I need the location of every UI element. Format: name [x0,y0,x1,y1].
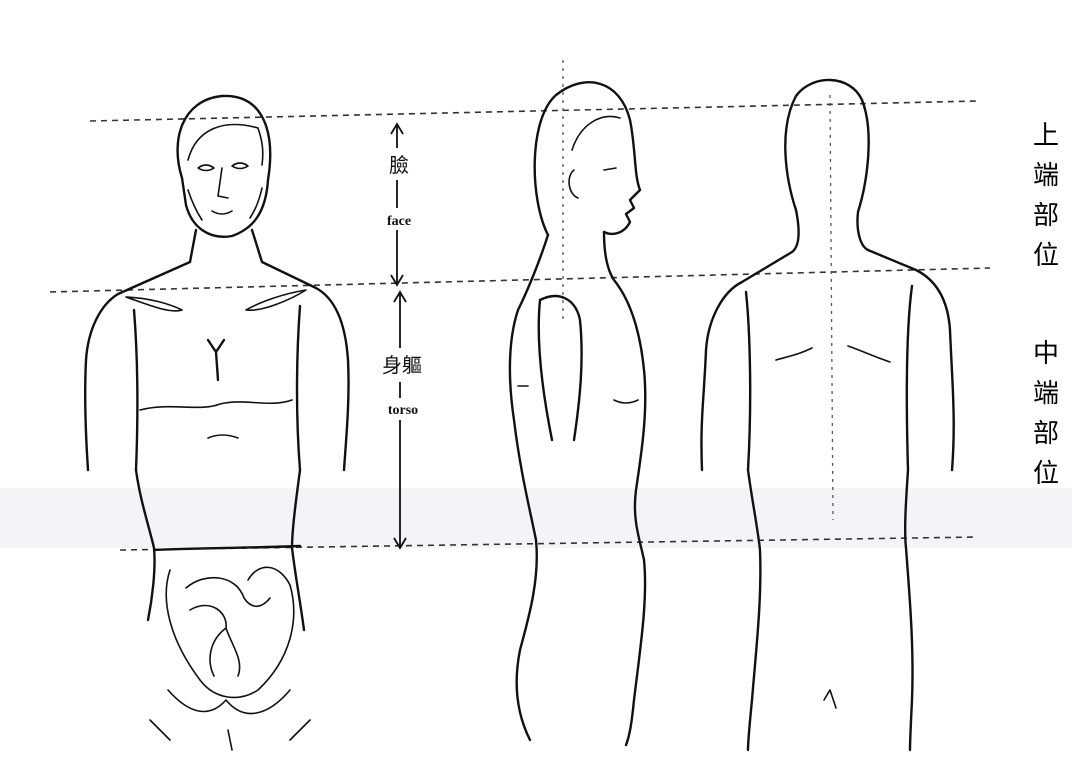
side-arm-back [539,300,552,440]
back-right-arm-inner [907,286,912,470]
back-left-arm-inner [746,292,750,470]
face-cjk-label: 臉 [389,153,409,177]
head-top-guide-line [90,101,980,121]
upper-section-label: 上 端 部 位 [1026,116,1066,276]
side-arm-front [540,296,582,440]
front-right-arm-outer [316,288,349,470]
upper-label-char: 部 [1026,196,1066,236]
upper-label-char: 上 [1026,116,1066,156]
front-sternum [208,340,224,380]
middle-label-char: 部 [1026,414,1066,454]
middle-section-label: 中 端 部 位 [1026,334,1066,494]
front-left-clavicle [126,297,182,311]
torso-en-label: torso [388,403,418,418]
side-figure [510,82,645,745]
front-mouth [212,211,232,214]
back-figure-vertical-guide [830,95,833,520]
front-neck [118,230,316,294]
front-right-arm-inner [297,306,300,470]
front-left-arm-inner [134,310,137,470]
front-right-clavicle [246,290,306,310]
back-shoulder-blades [776,346,890,362]
back-head-right [785,80,953,470]
back-gluteal-cleft [824,690,836,708]
side-head [535,82,640,235]
shoulder-guide-line [50,268,990,292]
middle-label-char: 中 [1026,334,1066,374]
face-en-label: face [387,214,411,229]
front-chest-line [140,400,292,410]
side-eye [604,168,616,170]
back-figure [701,80,953,750]
upper-label-char: 位 [1026,236,1066,276]
front-hairline [188,125,263,165]
front-navel-line [208,435,238,438]
torso-cjk-label: 身軀 [382,353,422,377]
side-chest-mark [614,400,638,403]
front-nose [218,168,228,198]
front-pelvis-bottom [168,690,290,713]
side-ear [569,170,578,198]
front-eyes [198,163,248,171]
front-cheek-lines [188,188,262,220]
front-pelvis-top [186,578,270,607]
middle-label-char: 端 [1026,374,1066,414]
front-left-arm-outer [85,294,118,470]
side-back-outline [510,235,548,740]
front-figure [85,96,348,750]
front-pelvis-outline [166,567,293,697]
middle-label-char: 位 [1026,454,1066,494]
front-pelvis-inner [190,605,240,676]
front-leg-stubs [150,720,310,750]
upper-label-char: 端 [1026,156,1066,196]
side-hairline [572,117,620,150]
